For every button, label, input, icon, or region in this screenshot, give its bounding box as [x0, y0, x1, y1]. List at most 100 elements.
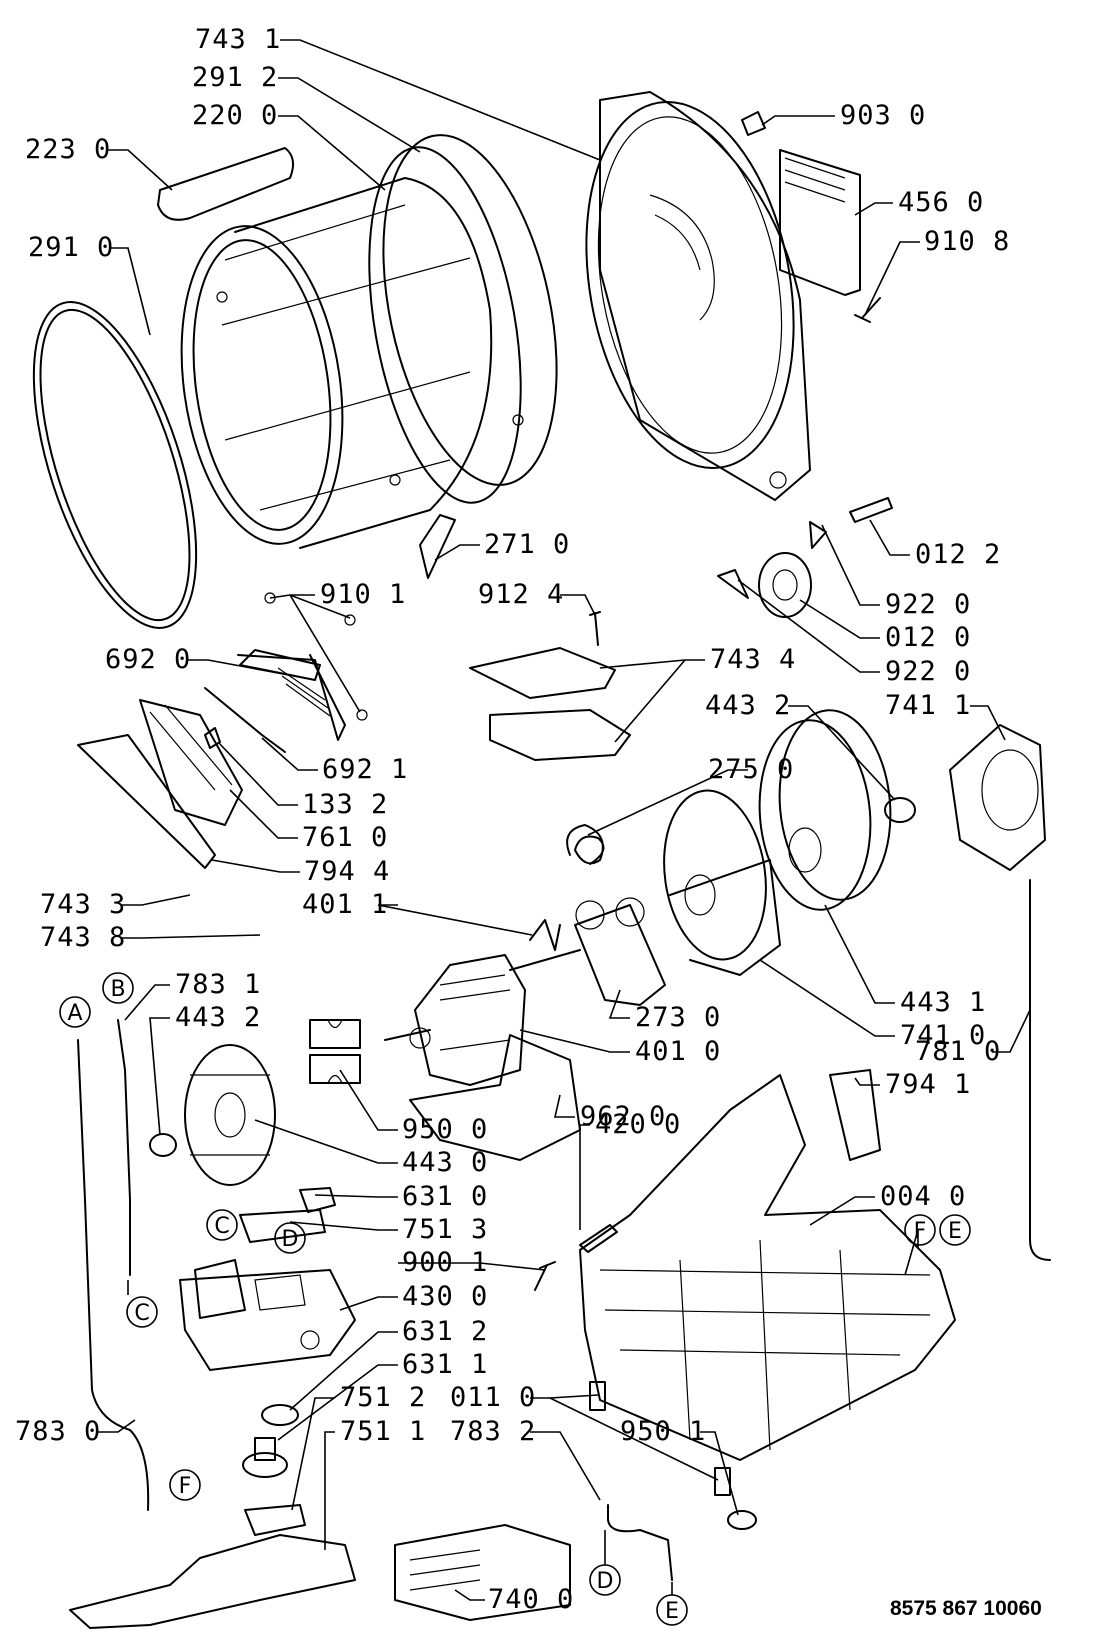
part-label: 743 1 — [195, 24, 281, 55]
drum-lifter — [157, 147, 295, 221]
part-label: 692 0 — [105, 644, 191, 675]
part-label: 401 1 — [302, 889, 388, 920]
part-label: 781 0 — [915, 1036, 1001, 1067]
svg-text:D: D — [597, 1569, 614, 1594]
sensor — [299, 1187, 336, 1213]
knob-sensor — [242, 1437, 288, 1478]
rear-shield — [585, 91, 811, 501]
drum — [180, 146, 524, 549]
part-label: 430 0 — [402, 1281, 488, 1312]
part-drawings — [32, 91, 1051, 1629]
motor-shield — [409, 1034, 581, 1161]
hose-d-e — [607, 1504, 673, 1581]
hose-a — [77, 1039, 150, 1511]
tension-spring — [566, 824, 605, 865]
part-label: 794 4 — [304, 856, 390, 887]
part-label: 741 0 — [900, 1020, 986, 1051]
part-label: 743 4 — [710, 644, 796, 675]
connector-marker-c-lower: C — [126, 1296, 158, 1328]
idler-arm — [574, 897, 666, 1006]
belt-tab — [419, 514, 456, 579]
connector-marker-e: E — [939, 1214, 971, 1246]
leader-lines — [98, 39, 1031, 1601]
idler-pin — [849, 497, 893, 523]
part-label: 223 0 — [25, 134, 111, 165]
filter-housing — [139, 699, 243, 826]
fan-wheel-front — [184, 1044, 276, 1186]
part-label: 456 0 — [898, 187, 984, 218]
part-label: 012 2 — [915, 539, 1001, 570]
part-label: 743 3 — [40, 889, 126, 920]
svg-text:D: D — [282, 1227, 299, 1252]
svg-text:C: C — [134, 1301, 149, 1326]
part-label: 012 0 — [885, 622, 971, 653]
heater-element — [394, 1524, 571, 1621]
part-label: 291 2 — [192, 62, 278, 93]
duct-gasket — [829, 1069, 881, 1161]
connector-marker-a: A — [59, 996, 91, 1028]
connector-marker-f: F — [904, 1214, 936, 1246]
part-label: 910 8 — [924, 226, 1010, 257]
fan-housing-rear — [949, 724, 1046, 871]
sealing-ring — [261, 1404, 299, 1426]
part-label: 004 0 — [880, 1181, 966, 1212]
svg-text:C: C — [214, 1214, 229, 1239]
part-label: 443 2 — [175, 1002, 261, 1033]
blower-wheel — [758, 709, 892, 911]
part-label: 273 0 — [635, 1002, 721, 1033]
clip — [741, 111, 766, 136]
part-label: 011 0 — [450, 1382, 536, 1413]
part-label: 783 1 — [175, 969, 261, 1000]
spring-clip-upper — [809, 521, 827, 549]
connector-marker-d-lower: D — [589, 1564, 621, 1596]
base-plate — [69, 1534, 356, 1629]
part-label: 922 0 — [885, 589, 971, 620]
hose-b — [117, 1019, 131, 1276]
svg-text:F: F — [179, 1474, 192, 1499]
drive-motor — [384, 949, 581, 1086]
part-label: 783 0 — [15, 1416, 101, 1447]
part-label: 794 1 — [885, 1069, 971, 1100]
part-label: 900 1 — [402, 1247, 488, 1278]
part-label: 962 0 — [580, 1101, 666, 1132]
rear-seal-ring — [382, 134, 558, 486]
thermostat-bracket — [239, 1209, 326, 1243]
svg-text:E: E — [948, 1219, 962, 1244]
motor-clip — [529, 919, 561, 951]
damping-pads — [309, 1019, 361, 1084]
part-labels: 743 1 291 2 220 0 223 0 291 0 903 0 456 … — [15, 24, 1010, 1615]
latch-spring — [204, 687, 286, 753]
mounting-brackets — [469, 647, 631, 761]
heater-block — [779, 149, 861, 296]
shaft-pin — [579, 1224, 618, 1253]
connector-marker-f-lower: F — [169, 1469, 201, 1501]
part-label: 910 1 — [320, 579, 406, 610]
part-label: 761 0 — [302, 822, 388, 853]
idler-pulley — [758, 552, 812, 618]
part-label: 743 8 — [40, 922, 126, 953]
part-label: 751 3 — [402, 1214, 488, 1245]
fan-clamp-lower — [149, 1133, 177, 1157]
filter-gasket — [77, 734, 216, 869]
part-label: 220 0 — [192, 100, 278, 131]
part-label: 291 0 — [28, 232, 114, 263]
part-label: 740 0 — [488, 1584, 574, 1615]
screw-900-1 — [534, 1261, 556, 1291]
part-label: 950 1 — [620, 1416, 706, 1447]
part-label: 443 1 — [900, 987, 986, 1018]
hose-right — [1029, 879, 1051, 1261]
part-label: 741 1 — [885, 690, 971, 721]
front-seal-ring — [32, 301, 198, 629]
part-label: 783 2 — [450, 1416, 536, 1447]
connector-marker-d: D — [274, 1222, 306, 1254]
base-frame — [579, 1074, 956, 1461]
connector-marker-b: B — [102, 972, 134, 1004]
document-number: 8575 867 10060 — [890, 1597, 1042, 1620]
fan-clamp-upper — [884, 797, 916, 823]
part-label: 275 0 — [708, 754, 794, 785]
filter-bracket — [237, 592, 368, 741]
svg-text:A: A — [67, 1001, 82, 1026]
part-label: 922 0 — [885, 656, 971, 687]
part-label: 692 1 — [322, 754, 408, 785]
